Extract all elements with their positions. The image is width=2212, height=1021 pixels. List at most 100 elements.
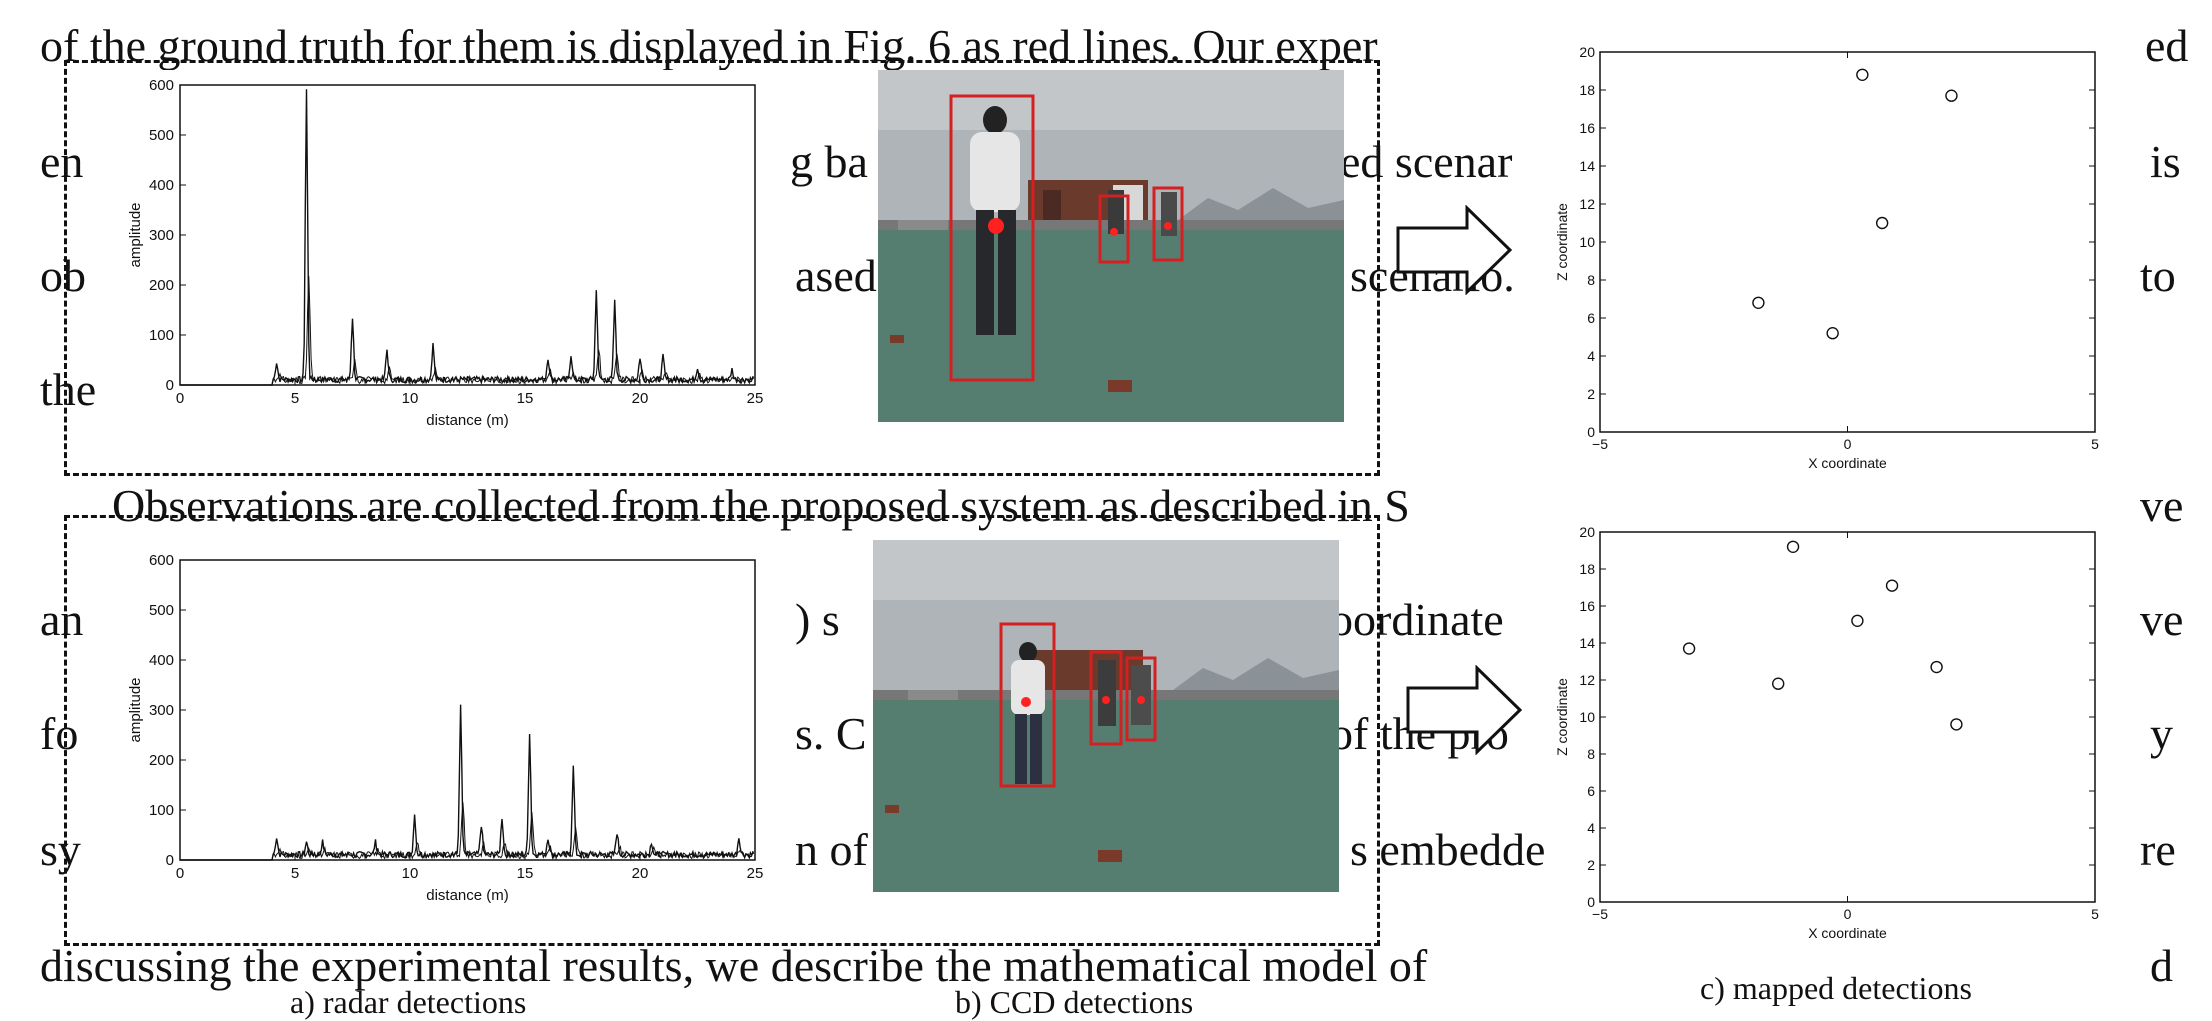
y-tick-label: 2 (1587, 386, 1595, 402)
y-tick-label: 8 (1587, 272, 1595, 288)
y-tick-label: 300 (149, 702, 174, 719)
bg-text-line-7: fo (40, 708, 79, 759)
y-tick-label: 0 (166, 852, 174, 869)
y-tick-label: 400 (149, 177, 174, 194)
bg-text-line-8-mid-b: s embedde (1350, 824, 1546, 875)
y-tick-label: 10 (1579, 234, 1595, 250)
y-tick-label: 600 (149, 77, 174, 94)
bg-text-line-9-end: d (2150, 940, 2173, 991)
scatter-point (1851, 614, 1864, 628)
bg-text-line-2: en (40, 136, 84, 187)
bg-text-line-1-end: ed (2145, 20, 2189, 71)
x-tick-label: 20 (632, 865, 649, 882)
bg-text-line-4: the (40, 364, 97, 415)
y-tick-label: 500 (149, 602, 174, 619)
bg-text-line-2-mid-b: ed scenar (1340, 136, 1513, 187)
ccd-scene-bottom (873, 540, 1339, 892)
x-axis-label: X coordinate (1808, 455, 1887, 471)
x-tick-label: 0 (176, 865, 184, 882)
y-tick-label: 20 (1579, 524, 1595, 540)
y-tick-label: 200 (149, 752, 174, 769)
bg-text-line-6-mid-a: ) s (795, 594, 840, 645)
plot-frame (179, 84, 756, 386)
bg-text-line-7-end: y (2150, 708, 2173, 759)
y-tick-label: 100 (149, 327, 174, 344)
x-tick-label: 15 (517, 390, 534, 407)
detection-box (949, 94, 1035, 382)
y-tick-label: 0 (1587, 424, 1595, 440)
y-axis-label: amplitude (127, 677, 144, 742)
x-tick-label: 15 (517, 865, 534, 882)
y-tick-label: 0 (1587, 894, 1595, 910)
scatter-point (1945, 89, 1958, 102)
scatter-point (1826, 327, 1839, 340)
radar-signal-line (180, 276, 755, 386)
caption-radar: a) radar detections (290, 984, 527, 1020)
y-tick-label: 18 (1579, 561, 1595, 577)
radar-signal-line (180, 802, 755, 861)
y-tick-label: 14 (1579, 158, 1595, 174)
radar-chart-bottom: 0 5 10 15 20 25 0 100 200 300 400 500 600 distance (m… (127, 552, 764, 904)
x-tick-label: 5 (2091, 436, 2099, 452)
y-tick-label: 14 (1579, 635, 1595, 651)
y-tick-label: 16 (1579, 598, 1595, 614)
scatter-point (1682, 642, 1696, 655)
x-tick-label: −5 (1592, 436, 1608, 452)
x-tick-label: 10 (402, 865, 419, 882)
x-axis-label: distance (m) (426, 887, 509, 904)
detection-box (999, 622, 1056, 788)
caption-mapped: c) mapped detections (1700, 970, 1972, 1006)
x-tick-label: 0 (1844, 436, 1852, 452)
detection-dot (1164, 222, 1172, 230)
bg-text-line-3-mid-a: ased (795, 250, 877, 301)
radar-signal-line (180, 704, 755, 861)
dashed-panel-top (64, 60, 1380, 476)
y-axis-label: Z coordinate (1555, 678, 1570, 756)
y-tick-label: 18 (1579, 82, 1595, 98)
radar-plot-bottom: 0 5 10 15 20 25 0 100 200 300 400 500 600 distance (m… (110, 545, 770, 920)
y-tick-label: 400 (149, 652, 174, 669)
bg-text-line-8-mid-a: n of (795, 824, 868, 875)
scatter-point (1786, 540, 1800, 553)
y-tick-label: 12 (1579, 196, 1595, 212)
x-axis-label: distance (m) (426, 412, 509, 429)
radar-signal-line (180, 89, 755, 386)
detection-dot (988, 218, 1004, 234)
scatter-point (1930, 660, 1943, 674)
bg-text-line-5: Observations are collected from the prop… (112, 480, 1410, 531)
x-tick-label: 25 (747, 865, 764, 882)
detection-box (1152, 186, 1184, 262)
y-tick-label: 100 (149, 802, 174, 819)
y-tick-label: 4 (1587, 820, 1595, 836)
bg-text-line-6-mid-b: oordinate (1330, 594, 1504, 645)
x-tick-label: −5 (1592, 906, 1608, 922)
y-tick-label: 500 (149, 127, 174, 144)
detection-box (1125, 656, 1157, 742)
x-axis-label: X coordinate (1808, 925, 1887, 941)
bg-text-line-6-end: ve (2140, 594, 2184, 645)
bg-text-line-3-end: to (2140, 250, 2176, 301)
y-tick-label: 20 (1579, 44, 1595, 60)
plot-frame (1599, 51, 2096, 433)
x-tick-label: 5 (291, 390, 299, 407)
x-tick-label: 0 (176, 390, 184, 407)
y-tick-label: 12 (1579, 672, 1595, 688)
y-tick-label: 6 (1587, 783, 1595, 799)
y-tick-label: 600 (149, 552, 174, 569)
dashed-panel-bottom (64, 515, 1380, 946)
x-tick-label: 10 (402, 390, 419, 407)
x-tick-label: 5 (291, 865, 299, 882)
y-tick-label: 16 (1579, 120, 1595, 136)
y-tick-label: 6 (1587, 310, 1595, 326)
detection-dot (1102, 696, 1110, 704)
x-tick-label: 20 (632, 390, 649, 407)
scatter-point (1885, 579, 1899, 592)
detection-dot (1137, 696, 1145, 704)
scatter-point (1752, 296, 1765, 309)
plot-frame (179, 559, 756, 861)
